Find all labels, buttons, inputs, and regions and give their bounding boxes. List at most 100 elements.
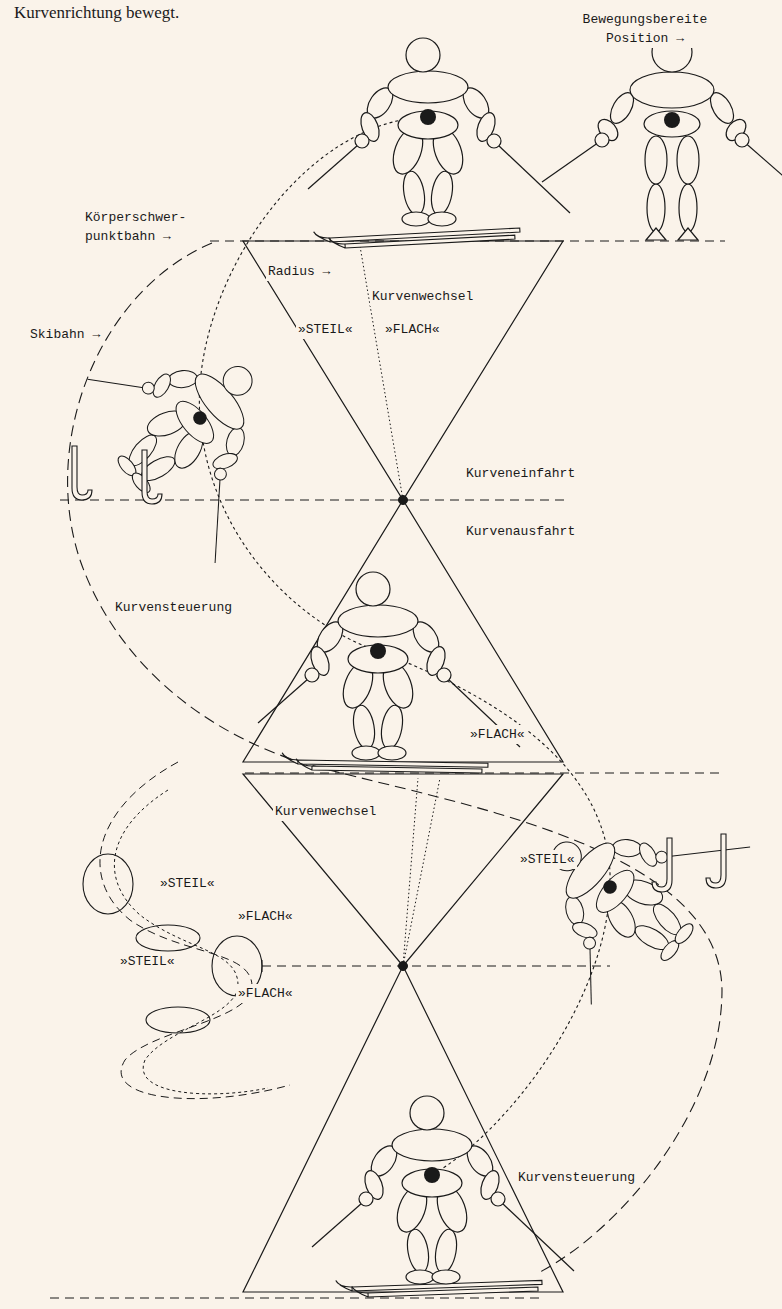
body-part [140, 380, 157, 397]
edge-angle-symbol [136, 925, 200, 951]
annotation-label: »FLACH« [236, 984, 295, 1003]
ski-path-small [100, 762, 290, 1099]
body-part [211, 450, 240, 472]
body-part [571, 919, 600, 941]
annotation-label: Bewegungsbereite Position → [575, 10, 715, 48]
body-part [168, 369, 198, 388]
body-part [217, 361, 258, 402]
turn-triangle [243, 966, 563, 1292]
body-part [352, 746, 380, 760]
ski-outline [706, 834, 726, 888]
body-part [338, 605, 418, 637]
ski-outline [72, 446, 92, 500]
center-of-mass [190, 408, 209, 427]
body-part [406, 1270, 434, 1284]
annotation-label: »FLACH« [383, 320, 442, 339]
annotation-label: Kurveneinfahrt [464, 464, 577, 483]
reference-line [245, 773, 725, 774]
annotation-label: Kurvenausfahrt [464, 522, 577, 541]
body-part [735, 133, 749, 147]
annotation-label: »FLACH« [236, 907, 295, 926]
annotation-label: »FLACH« [468, 725, 527, 744]
body-part [630, 72, 714, 108]
body-part [400, 170, 427, 217]
body-part [305, 668, 319, 682]
center-of-mass [664, 112, 680, 128]
ski-pole [542, 140, 602, 182]
annotation-label: Kurvensteuerung [113, 598, 234, 617]
body-part [612, 838, 642, 857]
ski-pole [498, 145, 570, 213]
ski-pole [742, 140, 782, 182]
center-of-mass [600, 877, 619, 896]
reference-line [262, 966, 610, 967]
skier-figure [542, 32, 782, 240]
body-part [672, 921, 696, 947]
body-part [491, 1192, 505, 1206]
body-part [388, 71, 468, 103]
center-of-mass [370, 643, 386, 659]
body-part [428, 212, 456, 226]
reference-line [50, 1298, 545, 1299]
body-part [432, 1270, 460, 1284]
body-part [563, 894, 587, 926]
turn-triangle [243, 241, 563, 500]
com-path-small [114, 790, 268, 1094]
radius-line [360, 246, 403, 500]
body-part [406, 38, 440, 72]
ski [329, 228, 515, 249]
radius-line [403, 778, 418, 966]
reference-line [60, 500, 570, 501]
ski-pole [563, 948, 619, 1005]
center-of-mass [424, 1167, 440, 1183]
ski-path [68, 243, 722, 1272]
annotation-label: »STEIL« [296, 320, 355, 339]
body-part [212, 466, 229, 483]
body-part [378, 704, 405, 751]
ski-front [72, 446, 92, 500]
body-part [428, 170, 455, 217]
body-part [410, 1096, 444, 1130]
body-part [223, 425, 247, 457]
body-part [378, 746, 406, 760]
annotation-label: Skibahn → [28, 325, 102, 344]
body-part [356, 572, 390, 606]
ski-front [142, 450, 162, 504]
com-path [199, 117, 610, 1175]
body-part [392, 1129, 472, 1161]
annotation-label: »STEIL« [518, 850, 577, 869]
ski-outline [329, 228, 515, 249]
annotation-label: Körperschwer- punktbahn → [83, 208, 199, 246]
annotation-label: Kurvenrichtung bewegt. [12, 2, 181, 24]
center-of-mass [420, 109, 436, 125]
ski-outline [296, 759, 482, 773]
body-part [432, 1228, 459, 1275]
turn-triangle [243, 774, 563, 966]
skier-figure [63, 297, 329, 570]
radius-line [403, 778, 440, 966]
skier-figure [493, 751, 759, 1024]
edge-angle-symbol [83, 854, 133, 914]
annotation-label: Radius → [266, 262, 332, 281]
ski-outline [142, 450, 162, 504]
skier-figure [308, 38, 570, 226]
body-part [404, 1228, 431, 1275]
foot [646, 228, 666, 240]
body-part [402, 212, 430, 226]
annotation-label: Kurvensteuerung [516, 1168, 637, 1187]
annotation-label: Kurvenwechsel [370, 287, 475, 306]
ski-pole [308, 145, 358, 189]
ski-pole [312, 1203, 362, 1247]
ski-pole [176, 479, 260, 563]
body-part [644, 111, 700, 137]
annotation-label: »STEIL« [118, 952, 177, 971]
ski-outline [652, 838, 672, 892]
ski-front [706, 834, 726, 888]
annotation-label: »STEIL« [158, 874, 217, 893]
body-part [677, 136, 699, 184]
foot [678, 228, 698, 240]
guides [50, 117, 725, 1298]
body-part [595, 133, 609, 147]
